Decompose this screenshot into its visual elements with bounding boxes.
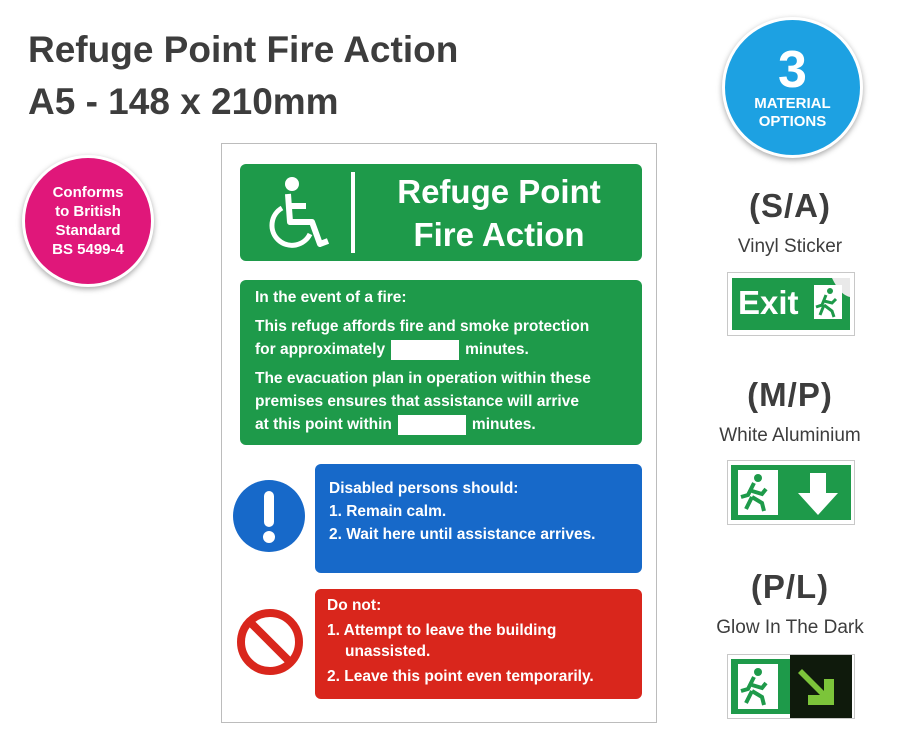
fire-p2-post: minutes. — [471, 416, 536, 433]
sign-preview: Refuge Point Fire Action In the event of… — [221, 143, 657, 723]
prohibition-panel: Do not: 1. Attempt to leave the building… — [315, 589, 642, 699]
material-code-pl: (P/L) — [750, 568, 830, 605]
conform-line-3: Standard — [55, 222, 121, 239]
prohibition-icon — [237, 609, 303, 675]
fire-p1-line2: for approximately minutes. — [255, 338, 642, 361]
sign-title-line-2: Fire Action — [413, 216, 585, 253]
material-label-2: OPTIONS — [758, 112, 827, 130]
vinyl-sticker-thumb[interactable]: Exit — [727, 272, 855, 336]
prohibition-item-1-cont: unassisted. — [345, 643, 431, 660]
exit-label: Exit — [738, 284, 799, 321]
prohibition-heading: Do not: — [327, 597, 382, 614]
sign-header: Refuge Point Fire Action — [240, 164, 642, 261]
diagonal-arrow-icon — [798, 669, 834, 705]
fire-p2-line3: at this point within minutes. — [255, 413, 642, 436]
material-code-sa: (S/A) — [749, 187, 831, 224]
page-title: Refuge Point Fire Action A5 - 148 x 210m… — [28, 24, 458, 128]
exit-sign-preview — [732, 278, 850, 330]
sign-title-line-1: Refuge Point — [397, 173, 601, 210]
fire-p2-line2: premises ensures that assistance will ar… — [255, 393, 579, 410]
material-label-1: MATERIAL — [754, 94, 831, 112]
fire-p1-pre: for approximately — [255, 341, 386, 358]
prohibition-item-2: 2. Leave this point even temporarily. — [327, 668, 594, 685]
fire-heading: In the event of a fire: — [255, 289, 407, 306]
info-item-2: 2. Wait here until assistance arrives. — [329, 526, 596, 543]
white-aluminium-thumb[interactable] — [727, 460, 855, 525]
conform-line-2: to British — [55, 203, 121, 220]
title-line-1: Refuge Point Fire Action — [28, 29, 459, 70]
wheelchair-icon — [269, 177, 330, 248]
material-code-mp: (M/P) — [747, 376, 833, 413]
conform-badge: Conforms to British Standard BS 5499-4 — [22, 155, 154, 287]
fire-instructions-panel: In the event of a fire: This refuge affo… — [240, 280, 642, 445]
fire-exit-arrow-sign — [731, 465, 851, 520]
fire-p1-post: minutes. — [465, 341, 529, 358]
title-line-2: A5 - 148 x 210mm — [28, 81, 339, 122]
info-heading: Disabled persons should: — [329, 480, 519, 497]
material-label-pl: Glow In The Dark — [716, 617, 864, 638]
prohibition-item-1: 1. Attempt to leave the building — [327, 622, 557, 639]
minutes-blank-2 — [397, 414, 466, 435]
glow-in-dark-thumb[interactable] — [727, 654, 855, 719]
instructions-panel: Disabled persons should: 1. Remain calm.… — [315, 464, 642, 573]
glow-exit-sign — [731, 655, 852, 718]
conform-line-1: Conforms — [52, 184, 124, 201]
down-arrow-icon — [798, 473, 838, 515]
minutes-blank-1 — [391, 339, 460, 360]
fire-p2-line1: The evacuation plan in operation within … — [255, 370, 591, 387]
header-divider — [351, 172, 355, 253]
info-item-1: 1. Remain calm. — [329, 503, 447, 520]
material-count: 3 — [778, 40, 807, 99]
material-label-sa: Vinyl Sticker — [737, 236, 843, 257]
sign-title: Refuge Point Fire Action — [364, 170, 634, 256]
material-label-mp: White Aluminium — [719, 425, 861, 446]
fire-p1-line1: This refuge affords fire and smoke prote… — [255, 318, 590, 335]
exclamation-icon — [233, 480, 305, 552]
conform-line-4: BS 5499-4 — [52, 241, 124, 258]
fire-p2-pre: at this point within — [255, 416, 392, 433]
material-options-badge: 3 MATERIAL OPTIONS — [722, 17, 863, 158]
